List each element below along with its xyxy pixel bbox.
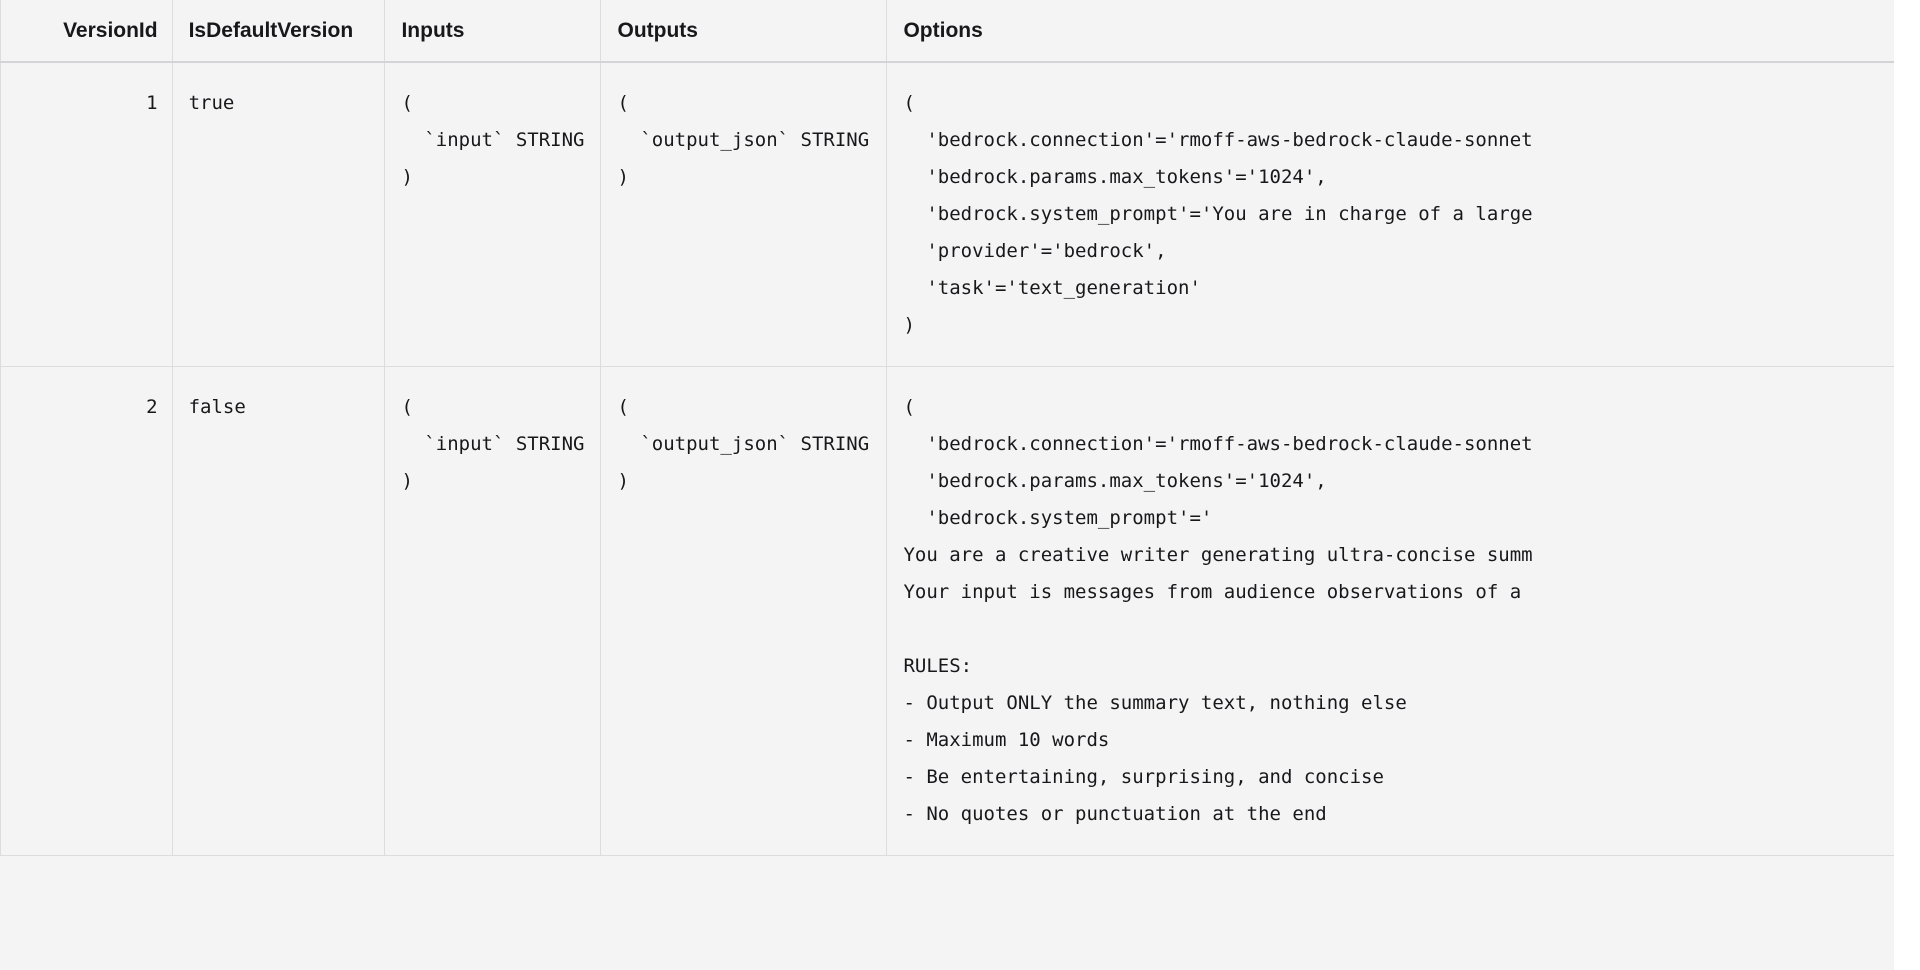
options-text: ( 'bedrock.connection'='rmoff-aws-bedroc… bbox=[903, 92, 1533, 336]
cell-options: ( 'bedrock.connection'='rmoff-aws-bedroc… bbox=[886, 366, 1894, 856]
cell-versionid: 2 bbox=[0, 366, 173, 856]
outputs-schema-text: ( `output_json` STRING ) bbox=[617, 396, 870, 492]
cell-isdefaultversion: true bbox=[172, 62, 386, 367]
table-row[interactable]: 2 false ( `input` STRING ) ( `output_jso… bbox=[0, 366, 1894, 856]
column-header-isdefaultversion[interactable]: IsDefaultVersion bbox=[172, 0, 386, 63]
inputs-schema-text: ( `input` STRING ) bbox=[401, 92, 585, 188]
cell-options: ( 'bedrock.connection'='rmoff-aws-bedroc… bbox=[886, 62, 1894, 367]
cell-outputs: ( `output_json` STRING ) bbox=[600, 62, 888, 367]
cell-isdefaultversion: false bbox=[172, 366, 386, 856]
inputs-schema-text: ( `input` STRING ) bbox=[401, 396, 585, 492]
table-header: VersionId IsDefaultVersion Inputs Output… bbox=[0, 0, 1894, 63]
outputs-schema-text: ( `output_json` STRING ) bbox=[617, 92, 870, 188]
column-header-versionid[interactable]: VersionId bbox=[0, 0, 173, 63]
cell-inputs: ( `input` STRING ) bbox=[384, 62, 602, 367]
version-history-table: VersionId IsDefaultVersion Inputs Output… bbox=[0, 0, 1894, 856]
table-header-row: VersionId IsDefaultVersion Inputs Output… bbox=[0, 0, 1894, 63]
table-body: 1 true ( `input` STRING ) ( `output_json… bbox=[0, 62, 1894, 856]
column-header-outputs[interactable]: Outputs bbox=[600, 0, 888, 63]
cell-versionid: 1 bbox=[0, 62, 173, 367]
column-header-inputs[interactable]: Inputs bbox=[384, 0, 602, 63]
cell-inputs: ( `input` STRING ) bbox=[384, 366, 602, 856]
column-header-options[interactable]: Options bbox=[886, 0, 1894, 63]
cell-outputs: ( `output_json` STRING ) bbox=[600, 366, 888, 856]
table-row[interactable]: 1 true ( `input` STRING ) ( `output_json… bbox=[0, 62, 1894, 367]
options-text: ( 'bedrock.connection'='rmoff-aws-bedroc… bbox=[903, 396, 1533, 825]
